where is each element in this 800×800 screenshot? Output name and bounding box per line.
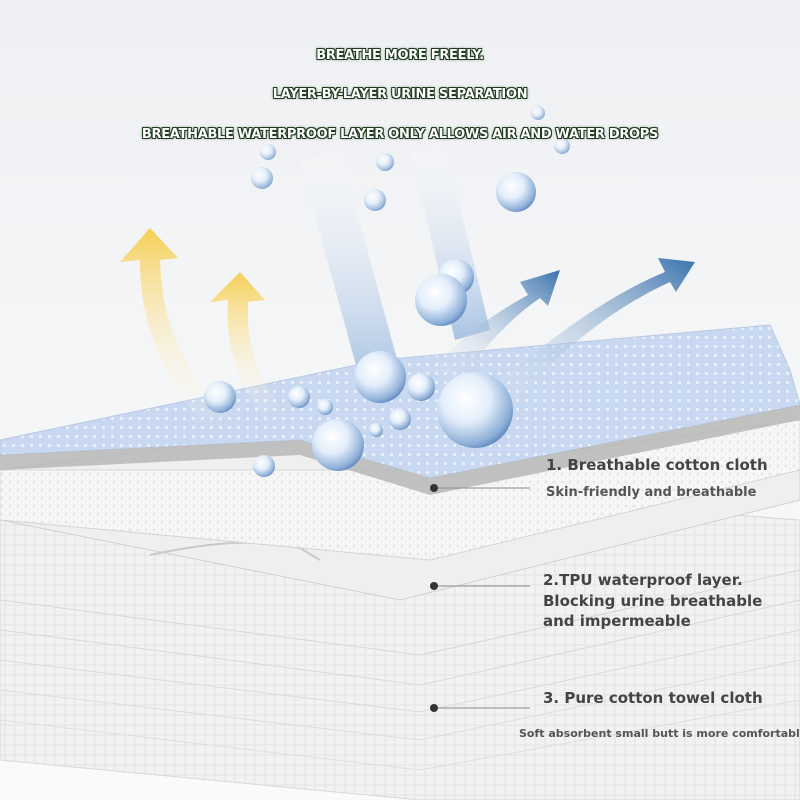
- cool-air-arrow: [430, 258, 695, 415]
- warm-air-arrow: [120, 228, 280, 430]
- callout-dot-1: [430, 484, 438, 492]
- leader-lines: [434, 487, 530, 709]
- layer-1-description: Skin-friendly and breathable: [546, 485, 757, 500]
- layer-1-title: 1. Breathable cotton cloth: [546, 456, 768, 474]
- layer-3-title: 3. Pure cotton towel cloth: [543, 689, 763, 707]
- layer-2-description-line-1: Blocking urine breathable: [543, 592, 763, 610]
- water-streams: [300, 145, 490, 380]
- headline-2: LAYER-BY-LAYER URINE SEPARATION: [272, 87, 528, 102]
- callout-dot-3: [430, 704, 438, 712]
- callout-dot-2: [430, 582, 438, 590]
- headline-1: BREATHE MORE FREELY.: [316, 48, 484, 63]
- layer-3-description: Soft absorbent small butt is more comfor…: [519, 727, 800, 740]
- headline-3: BREATHABLE WATERPROOF LAYER ONLY ALLOWS …: [141, 127, 659, 142]
- water-drop: [204, 106, 570, 477]
- layer-2-title: 2.TPU waterproof layer.: [543, 571, 743, 589]
- layer-2-description-line-2: and impermeable: [543, 612, 691, 630]
